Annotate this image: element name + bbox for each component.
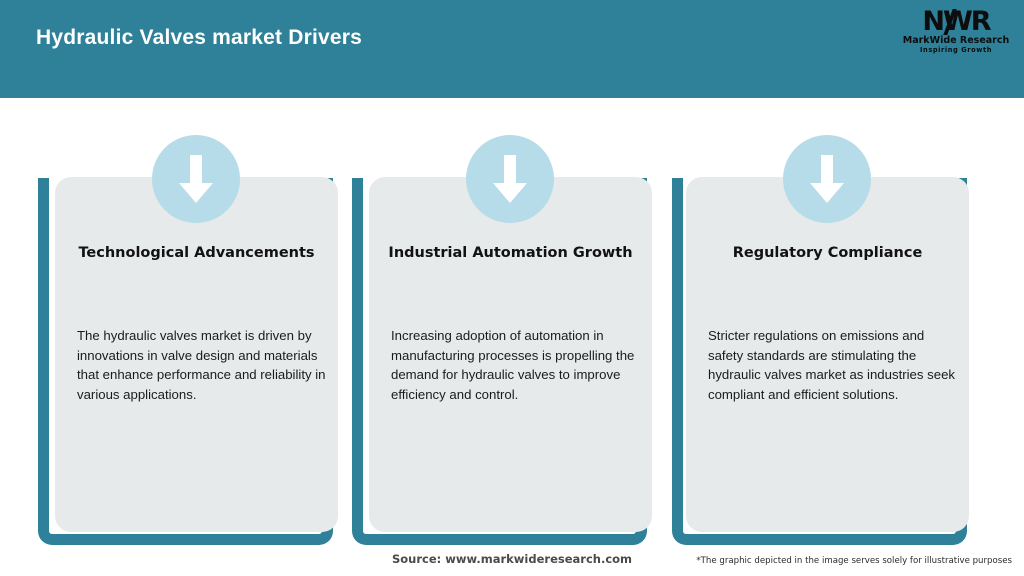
card-panel (55, 177, 338, 532)
brand-logo: NWR MarkWide Research Inspiring Growth (902, 6, 1010, 66)
driver-card-2: Industrial Automation Growth Increasing … (352, 98, 663, 548)
card-panel (686, 177, 969, 532)
logo-tagline: Inspiring Growth (919, 45, 992, 54)
down-arrow-icon (783, 135, 871, 223)
page-title: Hydraulic Valves market Drivers (36, 26, 363, 49)
card-body-text: Increasing adoption of automation in man… (391, 328, 635, 402)
driver-card-1: Technological Advancements The hydraulic… (38, 98, 349, 548)
card-body-text: The hydraulic valves market is driven by… (77, 328, 326, 402)
drivers-card-row: Technological Advancements The hydraulic… (0, 98, 1024, 545)
logo-monogram-text: NWR (922, 6, 991, 37)
driver-card-3: Regulatory Compliance Stricter regulatio… (664, 98, 975, 548)
card-body-text: Stricter regulations on emissions and sa… (708, 328, 956, 402)
card-panel (369, 177, 652, 532)
card-title: Industrial Automation Growth (388, 245, 633, 261)
source-label: Source: www.markwideresearch.com (391, 552, 633, 566)
logo-company-name: MarkWide Research (902, 35, 1010, 46)
logo-monogram: NWR (922, 6, 992, 37)
disclaimer-note: *The graphic depicted in the image serve… (696, 556, 1012, 566)
card-title: Regulatory Compliance (732, 245, 923, 261)
down-arrow-icon (466, 135, 554, 223)
down-arrow-icon (152, 135, 240, 223)
card-title: Technological Advancements (78, 245, 315, 261)
page-header: Hydraulic Valves market Drivers NWR Mark… (0, 0, 1024, 98)
